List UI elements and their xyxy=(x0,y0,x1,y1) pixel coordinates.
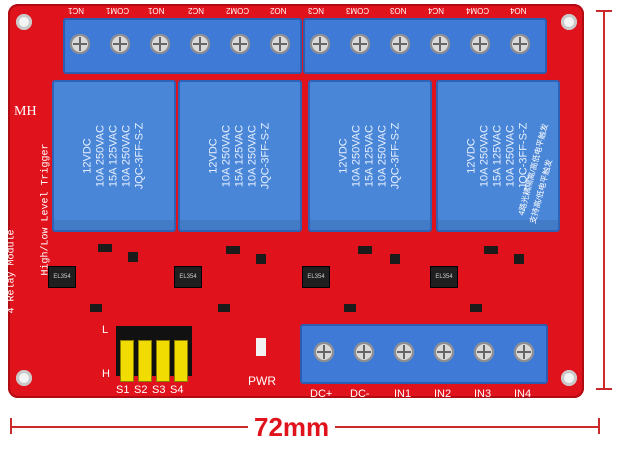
terminal-label: IN1 xyxy=(394,388,412,400)
terminal-label: NC1 xyxy=(68,6,85,15)
terminal-screw xyxy=(310,34,330,54)
top-terminal-block-left xyxy=(63,18,302,74)
relay-4: 12VDC 10A 250VAC 15A 125VAC 10A 250VAC J… xyxy=(436,80,560,232)
terminal-screw xyxy=(230,34,250,54)
terminal-label: COM3 xyxy=(346,6,370,15)
terminal-screw xyxy=(514,342,534,362)
smd-component xyxy=(390,254,400,264)
terminal-screw xyxy=(314,342,334,362)
terminal-label: NO3 xyxy=(390,6,407,15)
relay-3: 12VDC 10A 250VAC 15A 125VAC 10A 250VAC J… xyxy=(308,80,432,232)
smd-component xyxy=(256,254,266,264)
terminal-label: NO4 xyxy=(510,6,527,15)
terminal-screw xyxy=(390,34,410,54)
h-label: H xyxy=(102,368,110,380)
terminal-label: IN2 xyxy=(434,388,452,400)
terminal-label: NO1 xyxy=(148,6,165,15)
jumper-label-s4: S4 xyxy=(170,384,184,396)
terminal-screw xyxy=(70,34,90,54)
terminal-label: NC4 xyxy=(428,6,445,15)
terminal-screw xyxy=(110,34,130,54)
height-dimension-label: 50mm xyxy=(558,165,588,241)
terminal-label: DC+ xyxy=(310,388,333,400)
top-terminal-block-right xyxy=(303,18,547,74)
relay-label: 12VDC 10A 250VAC 15A 125VAC 10A 250VAC J… xyxy=(81,122,146,190)
jumper-s1[interactable] xyxy=(120,340,134,382)
terminal-label: IN4 xyxy=(514,388,532,400)
width-dimension-tick-right xyxy=(598,418,600,434)
optocoupler-chip: EL354 xyxy=(48,266,76,288)
terminal-label: IN3 xyxy=(474,388,492,400)
smd-component xyxy=(98,244,112,252)
pwr-label: PWR xyxy=(248,374,276,388)
bottom-terminal-block xyxy=(300,324,548,384)
height-dimension-tick-bottom xyxy=(596,388,612,390)
terminal-screw xyxy=(190,34,210,54)
terminal-label: COM2 xyxy=(226,6,250,15)
smd-component xyxy=(218,304,230,312)
smd-component xyxy=(344,304,356,312)
terminal-screw xyxy=(150,34,170,54)
terminal-label: DC- xyxy=(350,388,370,400)
module-subtitle: High/Low Level Trigger xyxy=(40,143,52,276)
smd-component xyxy=(514,254,524,264)
terminal-label: COM1 xyxy=(106,6,130,15)
terminal-label: NC2 xyxy=(188,6,205,15)
mounting-hole xyxy=(561,370,577,386)
smd-component xyxy=(90,304,102,312)
width-dimension-tick-left xyxy=(10,418,12,434)
jumper-label-s2: S2 xyxy=(134,384,148,396)
jumper-label-s1: S1 xyxy=(116,384,130,396)
terminal-label: COM4 xyxy=(466,6,490,15)
terminal-screw xyxy=(354,342,374,362)
height-dimension-tick-top xyxy=(596,10,612,12)
jumper-s4[interactable] xyxy=(174,340,188,382)
relay-2: 12VDC 10A 250VAC 15A 125VAC 10A 250VAC J… xyxy=(178,80,302,232)
terminal-screw xyxy=(270,34,290,54)
terminal-screw xyxy=(430,34,450,54)
mounting-hole xyxy=(561,14,577,30)
relay-label: 12VDC 10A 250VAC 15A 125VAC 10A 250VAC J… xyxy=(465,122,530,190)
width-dimension-label: 72mm xyxy=(248,412,336,443)
optocoupler-chip: EL354 xyxy=(174,266,202,288)
terminal-screw xyxy=(470,34,490,54)
jumper-label-s3: S3 xyxy=(152,384,166,396)
terminal-label: NO2 xyxy=(270,6,287,15)
pwr-led xyxy=(256,338,266,356)
relay-module-board: NC1 COM1 NO1 NC2 COM2 NO2 NC3 COM3 NO3 N… xyxy=(6,4,584,400)
smd-component xyxy=(470,304,482,312)
jumper-s3[interactable] xyxy=(156,340,170,382)
smd-component xyxy=(358,246,372,254)
terminal-screw xyxy=(350,34,370,54)
mounting-hole xyxy=(16,14,32,30)
jumper-s2[interactable] xyxy=(138,340,152,382)
terminal-screw xyxy=(474,342,494,362)
relay-label: 12VDC 10A 250VAC 15A 125VAC 10A 250VAC J… xyxy=(337,122,402,190)
optocoupler-chip: EL354 xyxy=(302,266,330,288)
terminal-screw xyxy=(394,342,414,362)
module-title: 4 Relay Module xyxy=(6,229,18,314)
l-label: L xyxy=(102,324,109,336)
terminal-screw xyxy=(434,342,454,362)
maker-mark: MH xyxy=(14,104,37,119)
terminal-label: NC3 xyxy=(308,6,325,15)
mounting-hole xyxy=(16,370,32,386)
optocoupler-chip: EL354 xyxy=(430,266,458,288)
relay-1: 12VDC 10A 250VAC 15A 125VAC 10A 250VAC J… xyxy=(52,80,176,232)
height-dimension-line xyxy=(603,10,605,390)
terminal-screw xyxy=(510,34,530,54)
relay-label: 12VDC 10A 250VAC 15A 125VAC 10A 250VAC J… xyxy=(207,122,272,190)
smd-component xyxy=(226,246,240,254)
smd-component xyxy=(128,252,138,262)
smd-component xyxy=(484,246,498,254)
